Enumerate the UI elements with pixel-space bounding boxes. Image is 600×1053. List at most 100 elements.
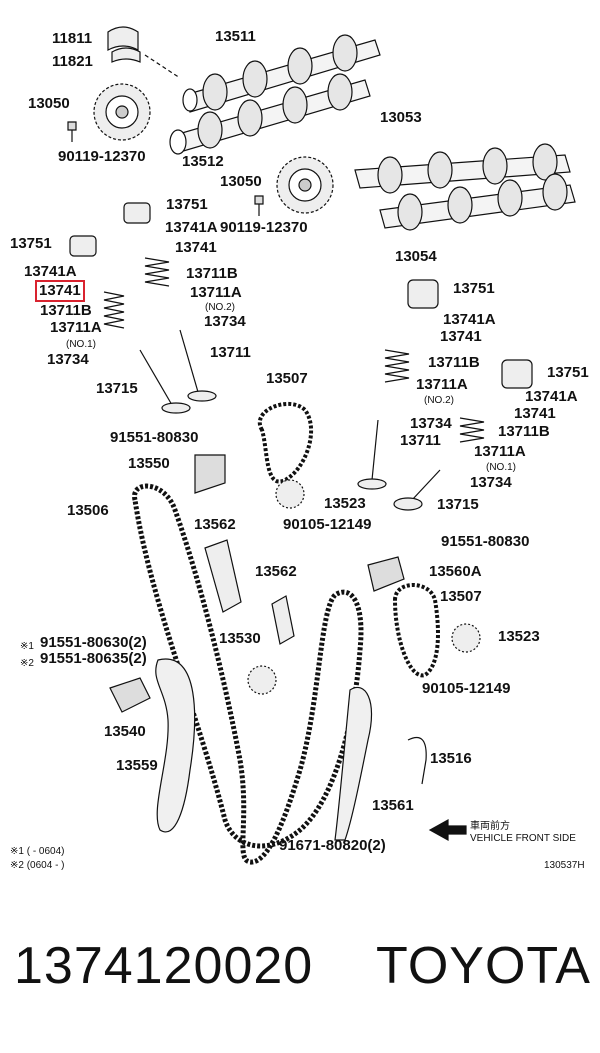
label-13741A-d: 13741A — [525, 388, 578, 405]
front-label-jp: 車両前方 — [470, 821, 510, 832]
label-13741-c: 13741 — [440, 328, 482, 345]
label-91551-c: 91551-80630(2) — [40, 634, 147, 651]
guide-13562-b — [271, 595, 295, 645]
valve-left-1-head — [161, 402, 191, 414]
valve-right-1-head — [357, 478, 387, 490]
label-13711A-c: 13711A — [416, 376, 468, 393]
label-13734-d: 13734 — [470, 474, 512, 491]
guide-13561 — [334, 686, 373, 841]
lifter-13751-b — [69, 235, 97, 257]
vvt-gear-right — [276, 156, 334, 214]
bearing-cap — [107, 26, 139, 51]
label-13562-b: 13562 — [255, 563, 297, 580]
label-13711B-left: 13711B — [40, 302, 92, 319]
label-13751-a: 13751 — [166, 196, 208, 213]
label-13711-a: 13711 — [210, 344, 251, 361]
tensioner-13550 — [194, 454, 226, 494]
label-90119-right: 90119-12370 — [220, 219, 308, 236]
diagram-code: 130537H — [544, 860, 585, 871]
label-no2-a: (NO.2) — [205, 302, 235, 313]
bolt-90119-left — [67, 121, 77, 142]
guide-13562-a — [204, 539, 242, 613]
label-13561: 13561 — [372, 797, 414, 814]
label-13054: 13054 — [395, 248, 437, 265]
valve-left-2-stem — [179, 329, 199, 393]
spring-left-1 — [103, 291, 125, 329]
spring-right-2 — [459, 417, 485, 443]
valve-right-2-head — [393, 497, 423, 511]
lifter-13751-c — [407, 279, 439, 309]
label-13711B-c: 13711B — [428, 354, 480, 371]
valve-left-2-head — [187, 390, 217, 402]
lifter-13751-d — [501, 359, 533, 389]
label-13741-d: 13741 — [514, 405, 556, 422]
label-13715-b: 13715 — [437, 496, 479, 513]
label-91551-a: 91551-80830 — [110, 429, 199, 446]
label-90105-lower: 90105-12149 — [422, 680, 511, 697]
label-no1-a: (NO.1) — [66, 339, 96, 350]
label-no1-b: (NO.1) — [486, 462, 516, 473]
slipper-13559 — [155, 658, 196, 833]
label-91551-d: 91551-80635(2) — [40, 650, 147, 667]
range-note-2: ※2 (0604 - ) — [10, 860, 65, 871]
label-13734-b: 13734 — [47, 351, 89, 368]
label-13523-lower: 13523 — [498, 628, 540, 645]
label-13053: 13053 — [380, 109, 422, 126]
label-13530: 13530 — [219, 630, 261, 647]
front-label-en: VEHICLE FRONT SIDE — [470, 833, 576, 844]
camshaft-13512 — [169, 73, 371, 155]
label-13741A-a: 13741A — [165, 219, 218, 236]
part-number-caption: 1374120020 — [14, 937, 314, 995]
label-13550: 13550 — [128, 455, 170, 472]
range-note-1: ※1 ( - 0604) — [10, 846, 65, 857]
label-13711A-left: 13711A — [50, 319, 102, 336]
label-13751-c: 13751 — [453, 280, 495, 297]
valve-right-2-stem — [411, 469, 441, 501]
camshaft-13053 — [354, 143, 571, 194]
label-91551-b: 91551-80830 — [441, 533, 530, 550]
label-13711A-d: 13711A — [474, 443, 526, 460]
label-no2-b: (NO.2) — [424, 395, 454, 406]
label-13511: 13511 — [215, 28, 256, 45]
label-13512: 13512 — [182, 153, 224, 170]
label-13050-left: 13050 — [28, 95, 70, 112]
crank-sprocket-13530 — [247, 665, 277, 695]
chain-13507-lower — [392, 583, 440, 678]
sprocket-13523-upper — [275, 479, 305, 509]
bolt-90119-right — [254, 195, 264, 216]
brand-caption: TOYOTA — [376, 937, 591, 995]
spring-left-2 — [144, 257, 170, 287]
label-13734-c: 13734 — [410, 415, 452, 432]
label-13562-a: 13562 — [194, 516, 236, 533]
label-13507-lower: 13507 — [440, 588, 482, 605]
label-90119-left: 90119-12370 — [58, 148, 146, 165]
label-13516: 13516 — [430, 750, 472, 767]
label-13711B-a: 13711B — [186, 265, 238, 282]
label-13559: 13559 — [116, 757, 158, 774]
chain-13507-upper — [257, 401, 314, 484]
label-13741A-b: 13741A — [24, 263, 77, 280]
label-mark2: ※2 — [20, 658, 34, 669]
label-90105-upper: 90105-12149 — [283, 516, 372, 533]
label-11821: 11821 — [52, 53, 93, 70]
timing-chain-13506 — [132, 483, 364, 865]
label-13506: 13506 — [67, 502, 109, 519]
label-13711-c: 13711 — [400, 432, 441, 449]
label-13540: 13540 — [104, 723, 146, 740]
label-13751-d: 13751 — [547, 364, 589, 381]
camshaft-13054 — [379, 173, 576, 231]
valve-right-1-stem — [371, 419, 379, 481]
front-arrow — [428, 818, 467, 842]
label-13507-upper: 13507 — [266, 370, 308, 387]
label-13560A: 13560A — [429, 563, 482, 580]
label-13741-a: 13741 — [175, 239, 217, 256]
label-13050-right: 13050 — [220, 173, 262, 190]
label-13741A-c: 13741A — [443, 311, 496, 328]
label-13734-a: 13734 — [204, 313, 246, 330]
sprocket-13523-lower — [451, 623, 481, 653]
label-13715-a: 13715 — [96, 380, 138, 397]
label-13523-upper: 13523 — [324, 495, 366, 512]
spring-right-1 — [384, 349, 410, 383]
label-13711A-a: 13711A — [190, 284, 242, 301]
label-11811: 11811 — [52, 30, 93, 47]
